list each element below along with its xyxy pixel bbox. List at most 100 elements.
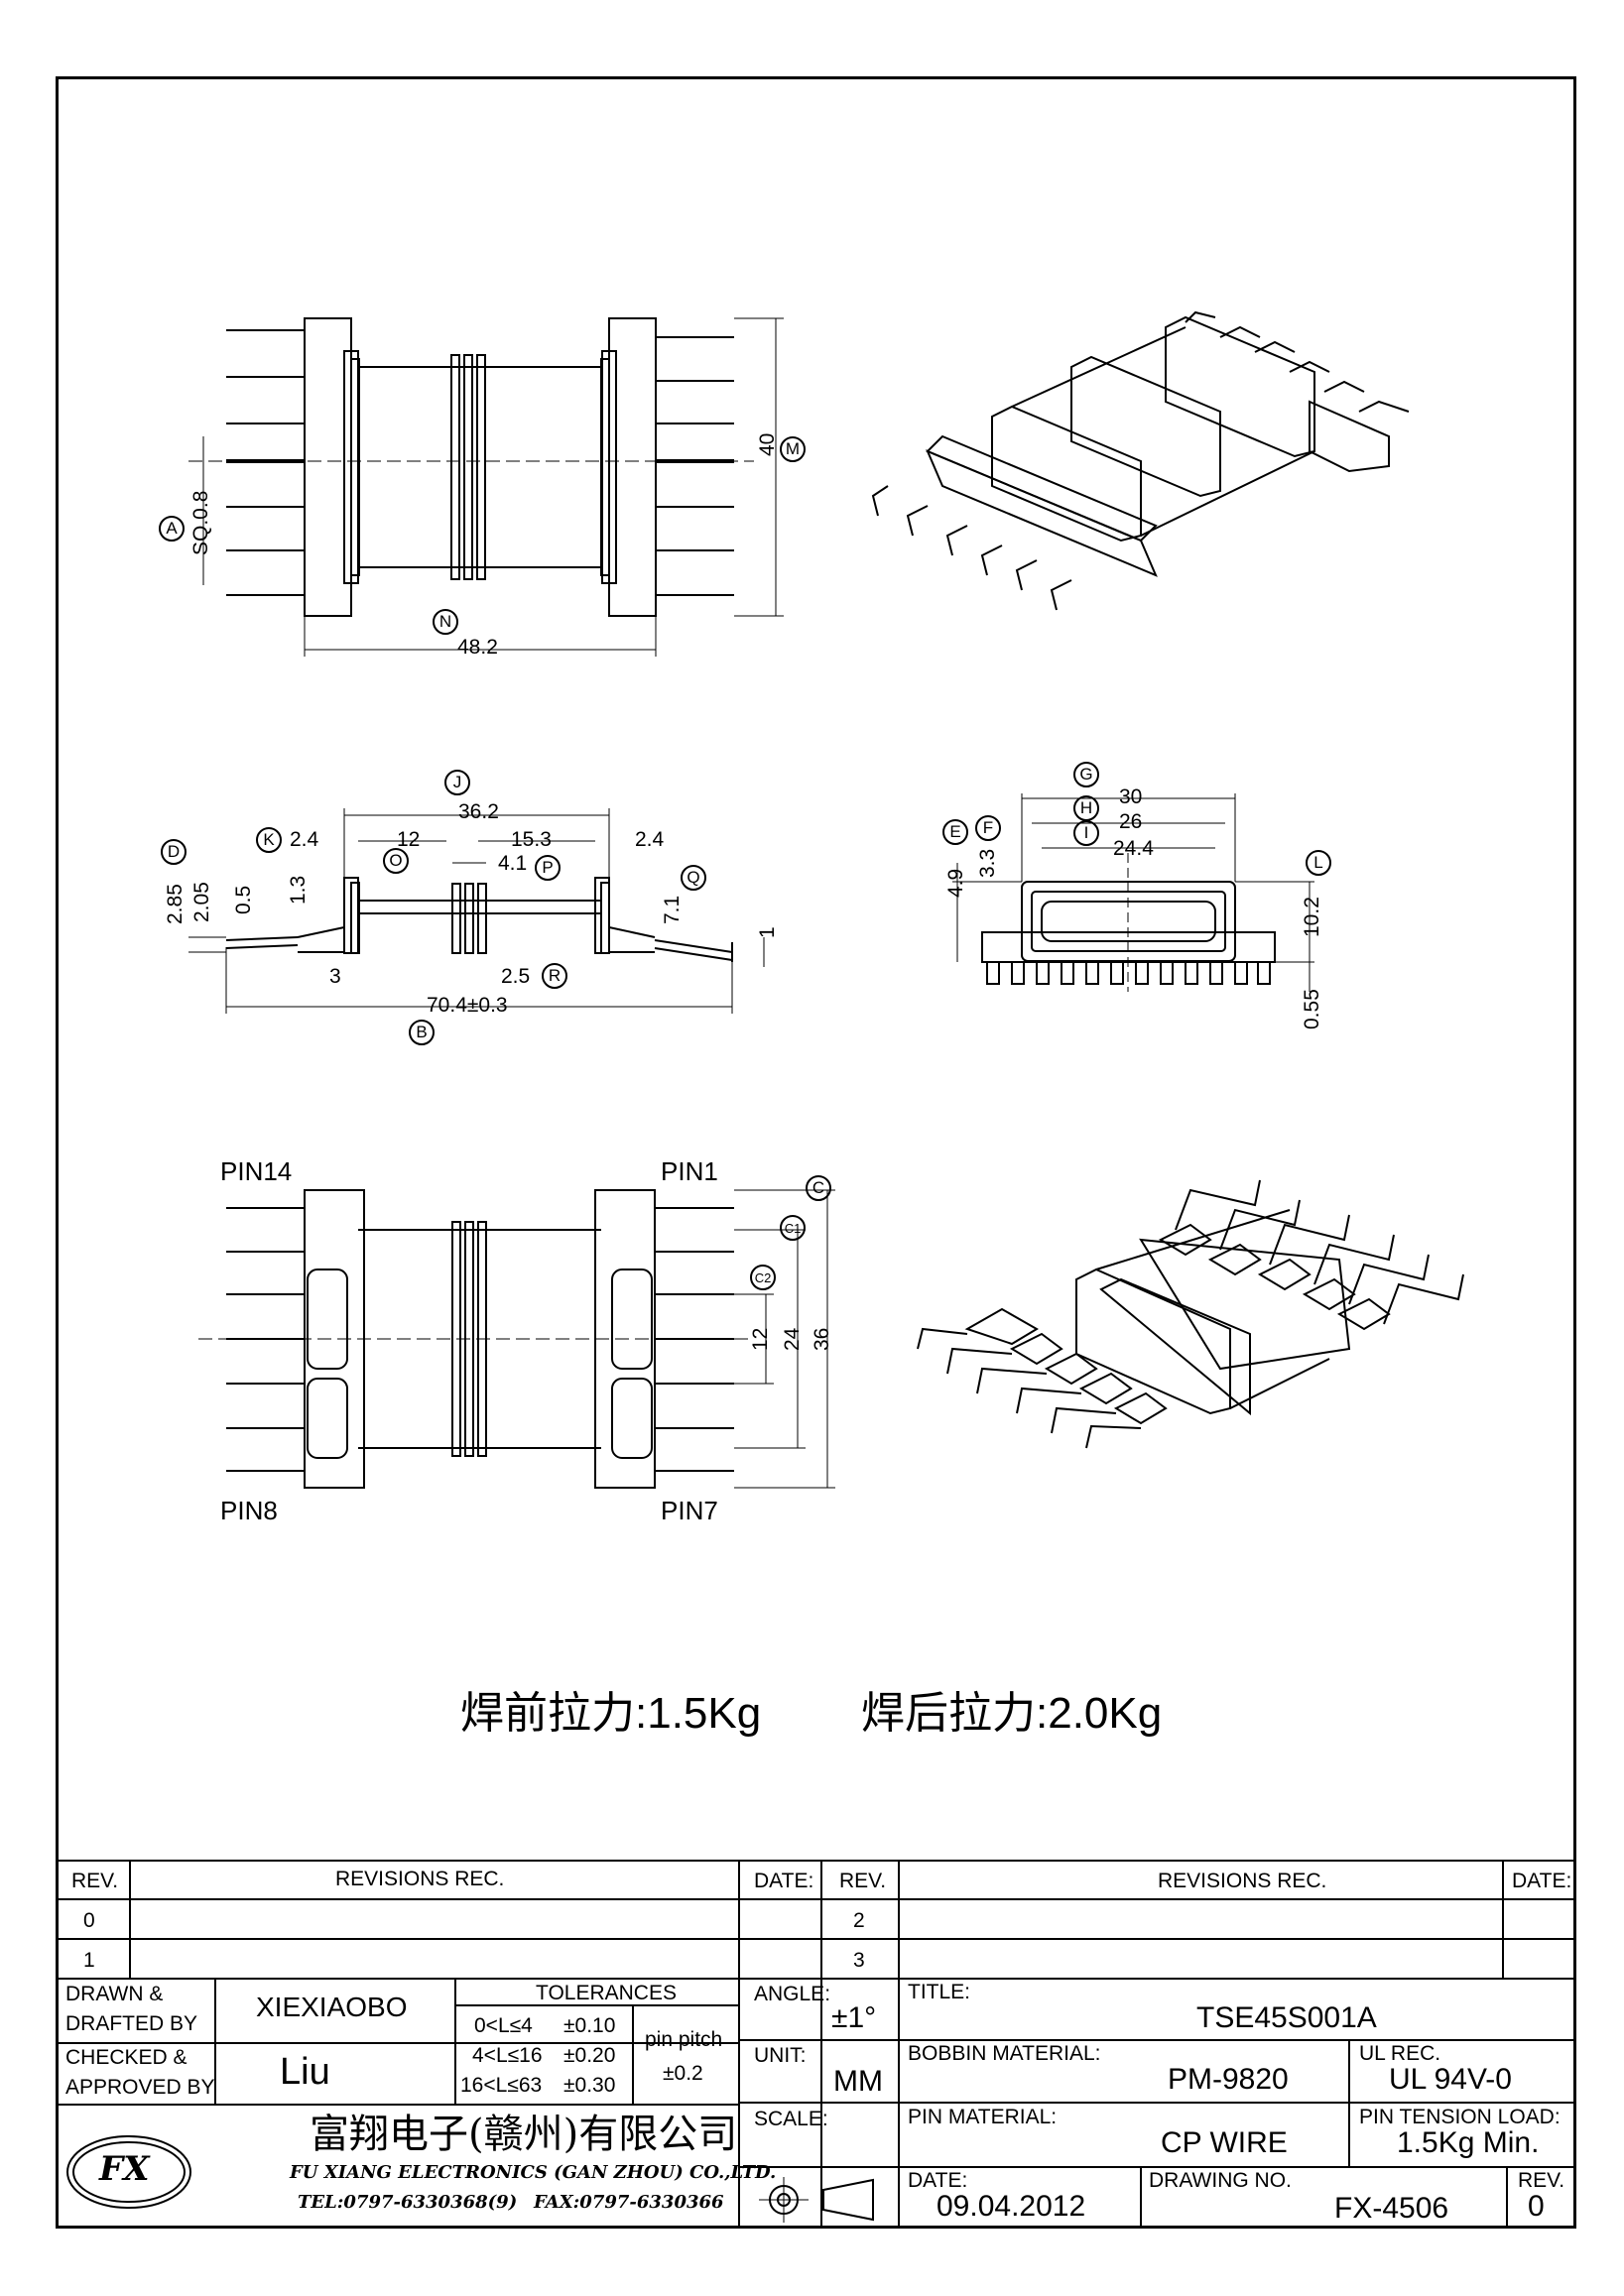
rev-header-right: REV. (839, 1870, 887, 1892)
bobbin-label: BOBBIN MATERIAL: (908, 2042, 1101, 2065)
scale-label: SCALE: (754, 2108, 828, 2130)
pin-tension-value: 1.5Kg Min. (1397, 2126, 1540, 2159)
rev-row-3: 3 (853, 1949, 865, 1972)
dim-1: 1 (756, 926, 779, 938)
angle-value: ±1° (831, 2001, 877, 2034)
marker-n: N (433, 609, 458, 635)
angle-label: ANGLE: (754, 1983, 831, 2005)
company-name-en: FU XIANG ELECTRONICS (GAN ZHOU) CO.,LTD. (290, 2162, 777, 2183)
dim-3-3: 3.3 (976, 848, 999, 878)
side-view (188, 808, 765, 1014)
marker-e: E (942, 819, 968, 845)
pull-force-after: 焊后拉力:2.0Kg (861, 1689, 1163, 1738)
marker-o: O (383, 848, 409, 874)
pin-label-8: PIN8 (220, 1496, 278, 1525)
pin-material-value: CP WIRE (1161, 2126, 1288, 2159)
checked-value: Liu (280, 2051, 330, 2093)
marker-l: L (1306, 850, 1331, 876)
marker-m: M (780, 436, 806, 462)
drawn-label-1: DRAWN & (65, 1983, 164, 2005)
marker-j: J (444, 770, 470, 795)
dim-right-ext: 2.4 (635, 828, 665, 851)
drawn-label-2: DRAFTED BY (65, 2012, 198, 2035)
pin-pitch-value: ±0.2 (663, 2062, 703, 2085)
iso-view-bottom (917, 1179, 1464, 1449)
rev-label: REV. (1518, 2169, 1565, 2192)
dim-15-3: 15.3 (511, 828, 552, 851)
marker-k: K (256, 827, 282, 853)
tol-value-3: ±0.30 (563, 2074, 616, 2097)
ul-value: UL 94V-0 (1389, 2063, 1512, 2096)
dim-height: 40 (756, 432, 779, 456)
dim-pin-sq: SQ.0.8 (189, 490, 212, 555)
dim-1-3: 1.3 (287, 875, 310, 905)
dim-4-9: 4.9 (944, 868, 967, 898)
marker-p: P (535, 855, 561, 881)
drawing-no-label: DRAWING NO. (1149, 2169, 1292, 2192)
top-view (188, 317, 784, 657)
dim-0-55: 0.55 (1301, 989, 1323, 1029)
drawn-value: XIEXIAOBO (256, 1992, 408, 2022)
rev-row-1: 1 (83, 1949, 95, 1972)
unit-value: MM (833, 2065, 883, 2098)
date-header-left: DATE: (754, 1870, 814, 1892)
pin-label-7: PIN7 (661, 1496, 718, 1525)
bottom-view (198, 1189, 835, 1489)
dim-width: 48.2 (457, 636, 498, 659)
dim-24-4: 24.4 (1113, 837, 1154, 860)
marker-h: H (1073, 795, 1099, 821)
dim-12-pins: 12 (749, 1327, 772, 1351)
title-block-lines (56, 1860, 1576, 2229)
tol-range-2: 4<L≤16 (472, 2044, 543, 2067)
marker-r: R (542, 963, 567, 989)
ul-label: UL REC. (1359, 2042, 1441, 2065)
dim-7-1: 7.1 (661, 895, 684, 924)
fx-logo-icon (66, 2135, 191, 2209)
dim-2-05: 2.05 (190, 882, 213, 922)
dim-3: 3 (329, 965, 341, 988)
dim-24-pins: 24 (781, 1327, 804, 1351)
dim-10-2: 10.2 (1301, 897, 1323, 937)
checked-label-1: CHECKED & (65, 2046, 187, 2069)
title-label: TITLE: (908, 1981, 971, 2003)
tol-value-2: ±0.20 (563, 2044, 616, 2067)
pin-material-label: PIN MATERIAL: (908, 2106, 1058, 2128)
pull-force-before: 焊前拉力:1.5Kg (460, 1689, 762, 1738)
company-name-cn: 富翔电子(赣州)有限公司 (310, 2112, 738, 2157)
marker-a: A (159, 516, 185, 542)
marker-c: C (806, 1175, 831, 1201)
marker-f: F (975, 815, 1001, 841)
unit-label: UNIT: (754, 2044, 807, 2067)
marker-q: Q (681, 865, 706, 891)
rev-value: 0 (1528, 2190, 1545, 2223)
revisions-header-left: REVISIONS REC. (335, 1868, 505, 1890)
dim-12: 12 (397, 828, 421, 851)
dim-26: 26 (1119, 810, 1143, 833)
dim-4-1: 4.1 (498, 852, 528, 875)
checked-label-2: APPROVED BY (65, 2076, 215, 2099)
tol-range-3: 16<L≤63 (460, 2074, 543, 2097)
drawing-no-value: FX-4506 (1334, 2192, 1449, 2225)
date-label: DATE: (908, 2169, 968, 2192)
pin-pitch-label: pin pitch (645, 2028, 723, 2051)
dim-36-pins: 36 (811, 1327, 833, 1351)
pin-label-14: PIN14 (220, 1156, 293, 1186)
date-header-right: DATE: (1512, 1870, 1572, 1892)
marker-g: G (1073, 762, 1099, 787)
dim-30: 30 (1119, 785, 1143, 808)
tol-range-1: 0<L≤4 (474, 2014, 533, 2037)
marker-i: I (1073, 820, 1099, 846)
dim-0-5: 0.5 (232, 885, 255, 914)
company-fax: FAX:0797-6330366 (534, 2192, 724, 2213)
rev-row-0: 0 (83, 1909, 95, 1932)
marker-b: B (409, 1020, 435, 1045)
dim-total: 70.4±0.3 (427, 994, 508, 1017)
tolerances-header: TOLERANCES (536, 1982, 677, 2004)
drawing-frame (56, 76, 1576, 2229)
end-view (952, 793, 1314, 992)
tol-value-1: ±0.10 (563, 2014, 616, 2037)
marker-c1: C1 (780, 1215, 806, 1241)
rev-header-left: REV. (71, 1870, 119, 1892)
rev-row-2: 2 (853, 1909, 865, 1932)
